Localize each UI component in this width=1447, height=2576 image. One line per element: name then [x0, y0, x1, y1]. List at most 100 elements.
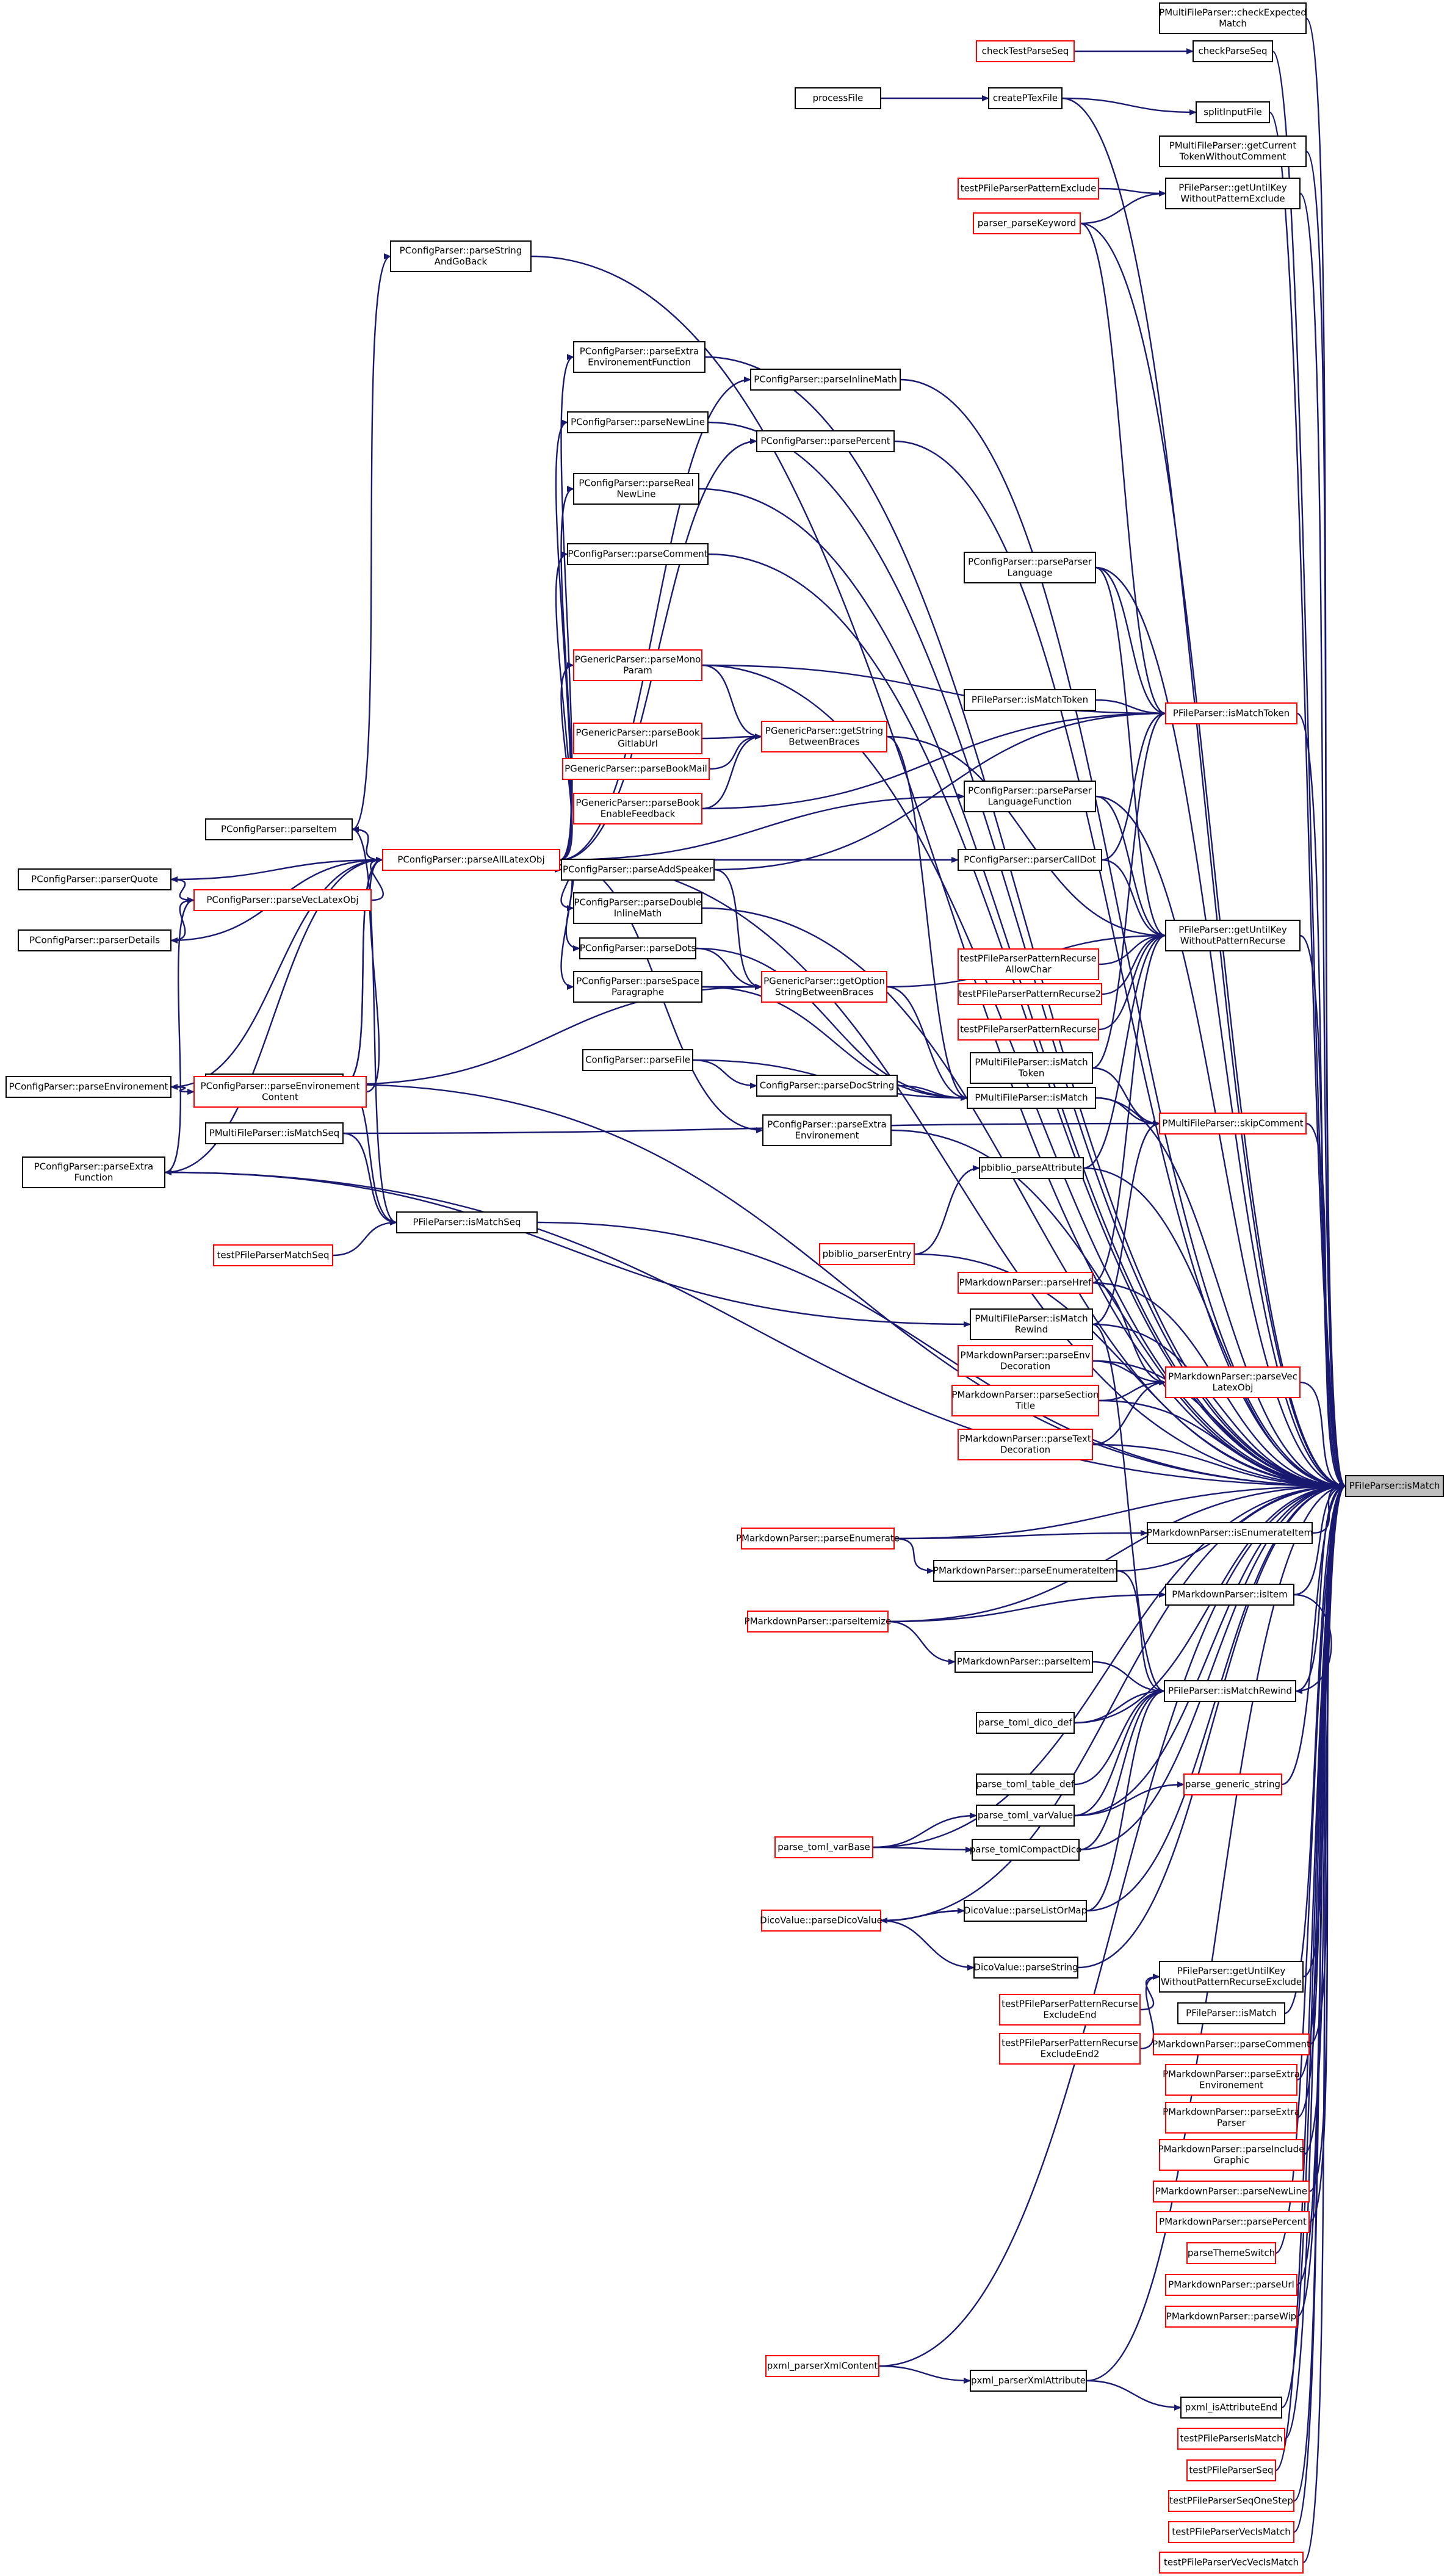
- node-parse_toml_varBase[interactable]: parse_toml_varBase: [774, 1836, 873, 1858]
- node-pcp_parseComment[interactable]: PConfigParser::parseComment: [567, 543, 709, 565]
- node-pfp_getUntilKeyWithoutPatternRecurseExclude[interactable]: PFileParser::getUntilKeyWithoutPatternRe…: [1159, 1961, 1304, 1993]
- node-pmdp_parseNewLine[interactable]: PMarkdownParser::parseNewLine: [1153, 2181, 1310, 2203]
- node-pbiblio_parseAttribute[interactable]: pbiblio_parseAttribute: [979, 1157, 1084, 1179]
- node-pmdp_parseItem[interactable]: PMarkdownParser::parseItem: [954, 1651, 1093, 1673]
- node-processFile[interactable]: processFile: [795, 87, 881, 109]
- node-pmdp_parsePercent[interactable]: PMarkdownParser::parsePercent: [1156, 2211, 1310, 2233]
- node-testPFileParserSeq[interactable]: testPFileParserSeq: [1186, 2459, 1276, 2481]
- node-pmdp_parseUrl[interactable]: PMarkdownParser::parseUrl: [1165, 2274, 1297, 2296]
- node-pcp_parseExtraEnvironementFunction[interactable]: PConfigParser::parseExtraEnvironementFun…: [573, 341, 705, 373]
- node-parser_parseKeyword[interactable]: parser_parseKeyword: [973, 212, 1081, 234]
- node-pcp_parseAddSpeaker[interactable]: PConfigParser::parseAddSpeaker: [561, 859, 715, 881]
- node-pmdp_isItem[interactable]: PMarkdownParser::isItem: [1165, 1584, 1294, 1606]
- node-label: EnvironementFunction: [588, 357, 691, 368]
- node-testPFileParserVecVecIsMatch[interactable]: testPFileParserVecVecIsMatch: [1159, 2552, 1304, 2574]
- node-pmdp_isEnumerateItem[interactable]: PMarkdownParser::isEnumerateItem: [1147, 1522, 1313, 1544]
- node-pcp_parseVecLatexObj[interactable]: PConfigParser::parseVecLatexObj: [193, 889, 372, 911]
- node-pgp_parseBookMail[interactable]: PGenericParser::parseBookMail: [562, 758, 710, 780]
- node-pfp_isMatchToken[interactable]: PFileParser::isMatchToken: [1165, 702, 1297, 724]
- node-pfp_isMatchRewind[interactable]: PFileParser::isMatchRewind: [1164, 1680, 1296, 1702]
- node-pmdp_parseVecLatexObj[interactable]: PMarkdownParser::parseVecLatexObj: [1165, 1366, 1301, 1398]
- node-pbiblio_parserEntry[interactable]: pbiblio_parserEntry: [819, 1243, 915, 1265]
- node-pmfp_skipComment[interactable]: PMultiFileParser::skipComment: [1159, 1113, 1307, 1135]
- node-pxml_parserXmlAttribute[interactable]: pxml_parserXmlAttribute: [970, 2370, 1087, 2392]
- node-pmfp_isMatchRewind[interactable]: PMultiFileParser::isMatchRewind: [970, 1308, 1093, 1340]
- node-pmfp_isMatch[interactable]: PMultiFileParser::isMatch: [967, 1087, 1096, 1109]
- node-pfp_isMatchSeq[interactable]: PFileParser::isMatchSeq: [396, 1211, 538, 1233]
- node-pfp_getUntilKeyWithoutPatternExclude[interactable]: PFileParser::getUntilKeyWithoutPatternEx…: [1165, 178, 1301, 209]
- node-testPFileParserPatternExclude[interactable]: testPFileParserPatternExclude: [958, 178, 1099, 200]
- node-pmdp_parseEnumerate[interactable]: PMarkdownParser::parseEnumerate: [736, 1528, 900, 1550]
- node-parse_tomlCompactDico[interactable]: parse_tomlCompactDico: [970, 1839, 1082, 1861]
- node-parseThemeSwitch[interactable]: parseThemeSwitch: [1186, 2242, 1276, 2264]
- node-pmfp_isMatchSeq[interactable]: PMultiFileParser::isMatchSeq: [205, 1122, 344, 1144]
- node-testPFileParserSeqOneStep[interactable]: testPFileParserSeqOneStep: [1168, 2490, 1294, 2512]
- node-pcp_parserDetails[interactable]: PConfigParser::parserDetails: [18, 929, 171, 951]
- node-testPFileParserIsMatch[interactable]: testPFileParserIsMatch: [1177, 2428, 1285, 2450]
- node-pcp_parserQuote[interactable]: PConfigParser::parserQuote: [18, 868, 171, 890]
- node-pmdp_parseItemize[interactable]: PMarkdownParser::parseItemize: [745, 1611, 892, 1633]
- node-dv_parseListOrMap[interactable]: DicoValue::parseListOrMap: [964, 1900, 1087, 1922]
- node-parse_toml_dico_def[interactable]: parse_toml_dico_def: [976, 1712, 1075, 1734]
- node-pxml_parserXmlContent[interactable]: pxml_parserXmlContent: [765, 2355, 879, 2377]
- node-pcp_parseItem[interactable]: PConfigParser::parseItem: [205, 818, 353, 840]
- node-pmdp_parseHref[interactable]: PMarkdownParser::parseHref: [958, 1272, 1093, 1294]
- node-pmdp_parseComment[interactable]: PMarkdownParser::parseComment: [1152, 2033, 1310, 2055]
- node-dv_parseString[interactable]: DicoValue::parseString: [973, 1957, 1078, 1979]
- node-pcp_parseAllLatexObj[interactable]: PConfigParser::parseAllLatexObj: [382, 849, 560, 871]
- node-pfp_getUntilKeyWithoutPatternRecurse[interactable]: PFileParser::getUntilKeyWithoutPatternRe…: [1165, 920, 1301, 951]
- node-cp_parseFile[interactable]: ConfigParser::parseFile: [582, 1049, 693, 1071]
- node-checkTestParseSeq[interactable]: checkTestParseSeq: [976, 40, 1075, 62]
- node-pxml_isAttributeEnd[interactable]: pxml_isAttributeEnd: [1180, 2397, 1282, 2419]
- node-pcp_parseDots[interactable]: PConfigParser::parseDots: [579, 937, 696, 959]
- node-testPFileParserMatchSeq[interactable]: testPFileParserMatchSeq: [213, 1244, 333, 1266]
- node-pfp_isMatchToken_caller[interactable]: PFileParser::isMatchToken: [964, 689, 1096, 711]
- node-isMatch[interactable]: PFileParser::isMatch: [1345, 1475, 1444, 1497]
- node-pcp_parseNewLine[interactable]: PConfigParser::parseNewLine: [567, 411, 709, 433]
- node-pcp_parseParserLanguageFunction[interactable]: PConfigParser::parseParserLanguageFuncti…: [964, 781, 1096, 812]
- node-testPFileParserPatternRecurse[interactable]: testPFileParserPatternRecurse: [958, 1019, 1099, 1041]
- node-testPFileParserVecIsMatch[interactable]: testPFileParserVecIsMatch: [1168, 2521, 1294, 2543]
- node-parse_generic_string[interactable]: parse_generic_string: [1183, 1773, 1282, 1795]
- node-pcp_parserCallDot[interactable]: PConfigParser::parserCallDot: [958, 849, 1102, 871]
- node-parse_toml_table_def[interactable]: parse_toml_table_def: [976, 1773, 1075, 1795]
- node-cp_parseDocString[interactable]: ConfigParser::parseDocString: [756, 1075, 898, 1097]
- node-pcp_parseEnvironement[interactable]: PConfigParser::parseEnvironement: [5, 1076, 171, 1098]
- node-checkParseSeq[interactable]: checkParseSeq: [1193, 40, 1273, 62]
- node-pgp_getOptionStringBetweenBraces[interactable]: PGenericParser::getOptionStringBetweenBr…: [761, 971, 887, 1003]
- node-pmdp_parseWip[interactable]: PMarkdownParser::parseWip: [1165, 2306, 1297, 2328]
- node-testPFileParserPatternRecurse2[interactable]: testPFileParserPatternRecurse2: [958, 983, 1102, 1005]
- node-parse_toml_varValue[interactable]: parse_toml_varValue: [976, 1805, 1075, 1827]
- node-createPTexFile[interactable]: createPTexFile: [988, 87, 1063, 109]
- node-pcp_parseInlineMath[interactable]: PConfigParser::parseInlineMath: [750, 369, 901, 391]
- node-pfp_isMatch_caller[interactable]: PFileParser::isMatch: [1177, 2002, 1285, 2024]
- node-pcp_parsePercent[interactable]: PConfigParser::parsePercent: [756, 430, 895, 452]
- node-pmfp_getCurrentTokenWithoutComment[interactable]: PMultiFileParser::getCurrentTokenWithout…: [1159, 135, 1307, 167]
- node-pmfp_isMatchToken[interactable]: PMultiFileParser::isMatchToken: [970, 1052, 1093, 1084]
- node-splitInputFile[interactable]: splitInputFile: [1196, 101, 1270, 123]
- node-pmdp_parseEnumerateItem[interactable]: PMarkdownParser::parseEnumerateItem: [933, 1560, 1117, 1582]
- node-dv_parseDicoValue[interactable]: DicoValue::parseDicoValue: [760, 1910, 882, 1932]
